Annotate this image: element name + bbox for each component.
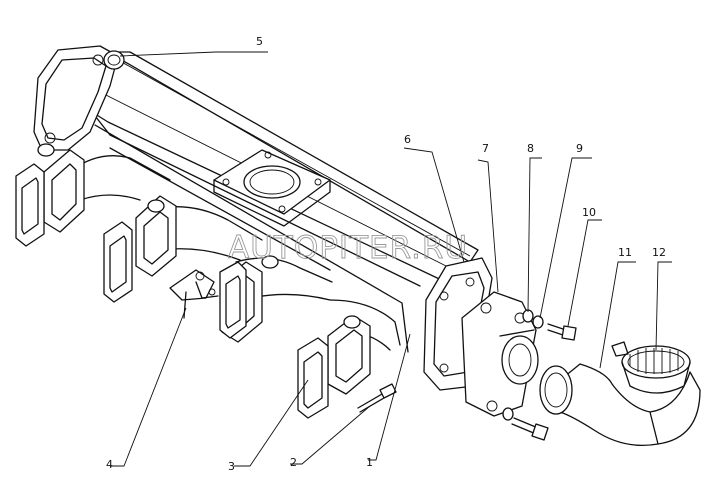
bracket-clamp bbox=[169, 269, 219, 319]
callout-labels: 5 6 7 8 9 10 11 12 1 2 3 4 bbox=[106, 35, 666, 473]
callout-8: 8 bbox=[527, 142, 534, 155]
gasket-2 bbox=[103, 221, 133, 303]
port-flange-1 bbox=[37, 143, 85, 233]
callout-2: 2 bbox=[290, 456, 297, 469]
gasket-1 bbox=[15, 163, 45, 247]
rubber-hose bbox=[539, 363, 701, 447]
callout-9: 9 bbox=[576, 142, 583, 155]
leader-lines bbox=[110, 51, 672, 467]
top-outlet-flange bbox=[213, 149, 331, 227]
callout-1: 1 bbox=[366, 456, 373, 469]
rear-end-flange bbox=[33, 45, 125, 151]
callout-10: 10 bbox=[582, 206, 596, 219]
port-flange-2 bbox=[135, 195, 177, 277]
port-flange-4 bbox=[327, 315, 371, 395]
gasket-3 bbox=[219, 261, 247, 339]
hose-clamp bbox=[611, 341, 691, 394]
callout-3: 3 bbox=[228, 460, 235, 473]
callout-5: 5 bbox=[256, 35, 263, 48]
callout-4: 4 bbox=[106, 458, 113, 471]
callout-6: 6 bbox=[404, 133, 411, 146]
callout-12: 12 bbox=[652, 246, 666, 259]
watermark-text: AUTOPITER.RU bbox=[228, 230, 468, 266]
gasket-4 bbox=[297, 337, 329, 419]
callout-11: 11 bbox=[618, 246, 632, 259]
bolt-part-2 bbox=[357, 383, 397, 413]
washers-bolts bbox=[502, 309, 577, 441]
elbow-connector bbox=[461, 291, 539, 417]
callout-7: 7 bbox=[482, 142, 489, 155]
